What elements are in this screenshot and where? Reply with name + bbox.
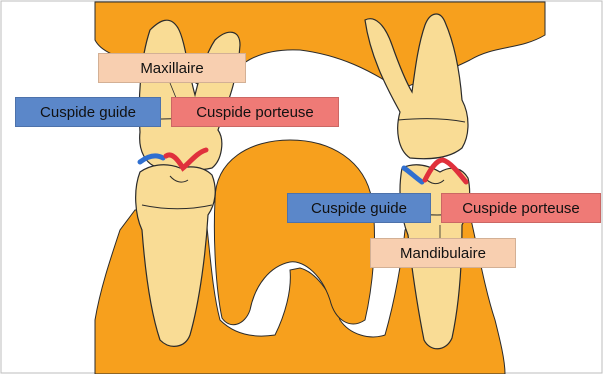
label-cuspide-porteuse-right: Cuspide porteuse <box>441 193 601 223</box>
label-cuspide-guide-left: Cuspide guide <box>15 97 161 127</box>
label-cuspide-porteuse-left: Cuspide porteuse <box>171 97 339 127</box>
label-cuspide-guide-right: Cuspide guide <box>287 193 431 223</box>
label-mandibulaire: Mandibulaire <box>370 238 516 268</box>
label-maxillaire: Maxillaire <box>98 53 246 83</box>
